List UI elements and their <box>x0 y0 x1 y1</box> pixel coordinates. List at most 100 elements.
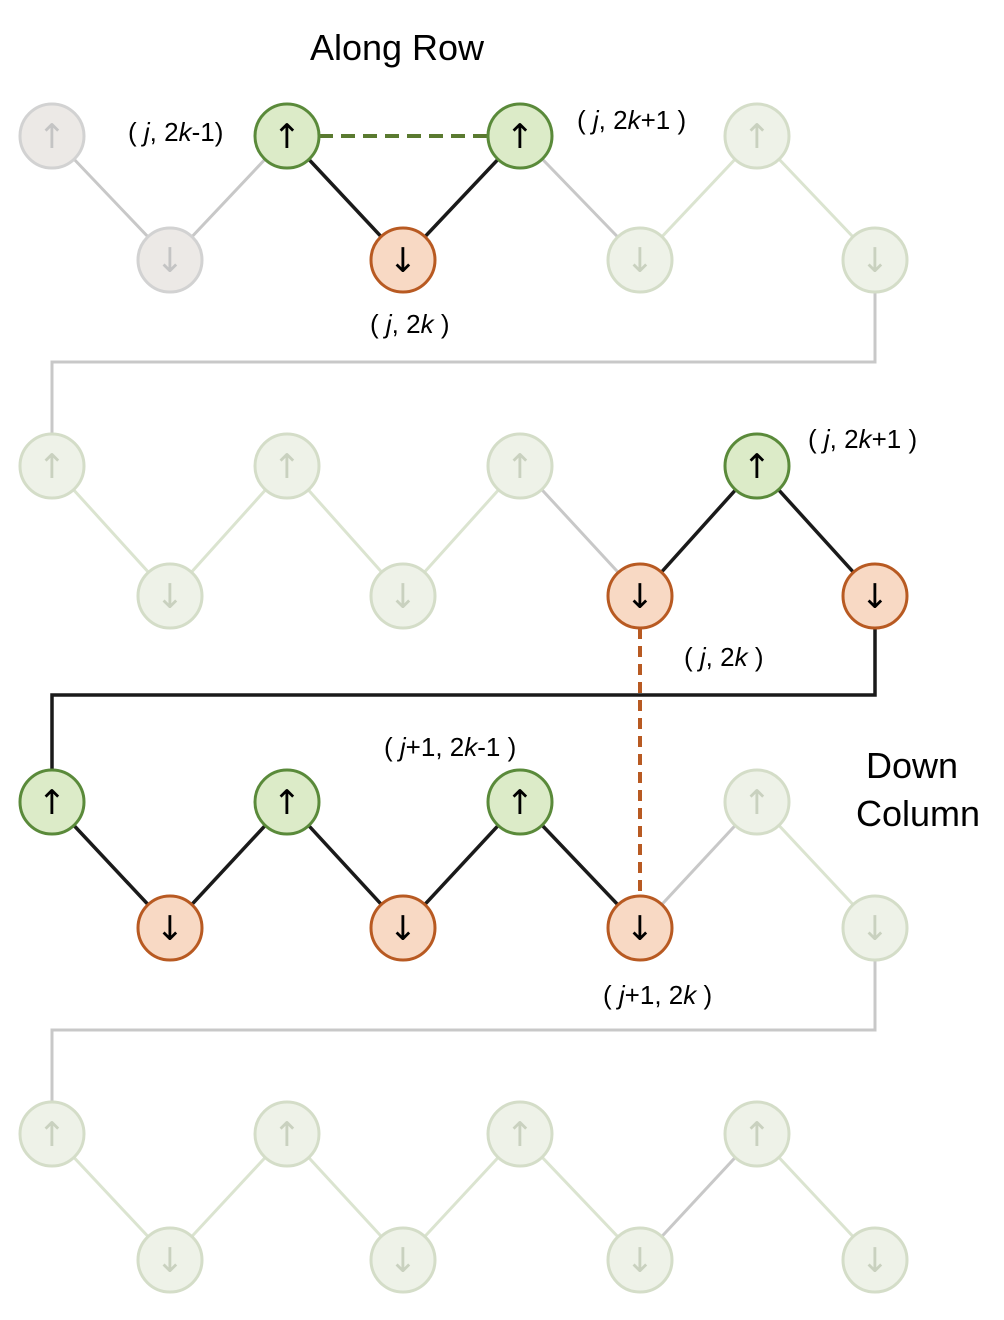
spin-down-arrow-icon: ↓ <box>156 241 185 281</box>
spin-node-circle <box>369 894 437 962</box>
spin-up-arrow-icon: ↑ <box>38 783 67 823</box>
spin-node-r2-c7: ↑ <box>723 432 791 500</box>
spin-node-r1-c4: ↓ <box>369 226 437 294</box>
spin-node-circle <box>723 1100 791 1168</box>
label-row1-left: ( j, 2k-1) <box>128 117 223 147</box>
row-connector-layer <box>50 260 877 1134</box>
label-row1-bottom: ( j, 2k ) <box>370 309 449 339</box>
spin-down-arrow-icon: ↓ <box>626 577 655 617</box>
spin-node-circle <box>841 562 909 630</box>
spin-node-circle <box>369 226 437 294</box>
spin-node-circle <box>723 768 791 836</box>
title-along-row: Along Row <box>310 27 485 68</box>
spin-down-arrow-icon: ↓ <box>389 1241 418 1281</box>
spin-node-circle <box>18 1100 86 1168</box>
spin-up-arrow-icon: ↑ <box>743 1115 772 1155</box>
spin-down-arrow-icon: ↓ <box>626 909 655 949</box>
spin-down-arrow-icon: ↓ <box>156 577 185 617</box>
spin-node-r4-c4: ↓ <box>369 1226 437 1294</box>
spin-up-arrow-icon: ↑ <box>273 447 302 487</box>
spin-node-r2-c8: ↓ <box>841 562 909 630</box>
spin-up-arrow-icon: ↑ <box>506 117 535 157</box>
spin-node-r3-c7: ↑ <box>723 768 791 836</box>
label-row2-bottom: ( j, 2k ) <box>684 642 763 672</box>
spin-node-r1-c2: ↓ <box>136 226 204 294</box>
spin-down-arrow-icon: ↓ <box>626 241 655 281</box>
spin-node-circle <box>606 562 674 630</box>
spin-node-r2-c6: ↓ <box>606 562 674 630</box>
spin-node-circle <box>18 102 86 170</box>
spin-node-circle <box>369 562 437 630</box>
spin-node-circle <box>253 432 321 500</box>
spin-node-circle <box>486 1100 554 1168</box>
spin-up-arrow-icon: ↑ <box>506 447 535 487</box>
spin-up-arrow-icon: ↑ <box>273 783 302 823</box>
spin-down-arrow-icon: ↓ <box>156 1241 185 1281</box>
spin-down-arrow-icon: ↓ <box>861 909 890 949</box>
spin-down-arrow-icon: ↓ <box>861 241 890 281</box>
spin-node-r3-c3: ↑ <box>253 768 321 836</box>
spin-node-r1-c5: ↑ <box>486 102 554 170</box>
spin-node-circle <box>18 768 86 836</box>
spin-node-circle <box>841 894 909 962</box>
title-down-column-line1: Down <box>866 745 958 786</box>
spin-node-r3-c8: ↓ <box>841 894 909 962</box>
spin-node-circle <box>841 1226 909 1294</box>
label-row2-top: ( j, 2k+1 ) <box>808 424 917 454</box>
spin-node-r2-c3: ↑ <box>253 432 321 500</box>
spin-node-circle <box>136 894 204 962</box>
spin-node-circle <box>723 432 791 500</box>
spin-node-circle <box>369 1226 437 1294</box>
spin-node-circle <box>253 768 321 836</box>
row-connector-2 <box>50 596 877 802</box>
spin-node-circle <box>486 102 554 170</box>
spin-up-arrow-icon: ↑ <box>38 117 67 157</box>
label-row3-top: ( j+1, 2k-1 ) <box>384 732 516 762</box>
spin-node-r2-c4: ↓ <box>369 562 437 630</box>
row-connector-3 <box>50 928 877 1134</box>
spin-node-circle <box>136 562 204 630</box>
spin-node-circle <box>606 226 674 294</box>
spin-node-r1-c1: ↑ <box>18 102 86 170</box>
spin-node-r3-c1: ↑ <box>18 768 86 836</box>
bond-layer <box>50 134 877 1262</box>
spin-node-r2-c5: ↑ <box>486 432 554 500</box>
label-row1-right: ( j, 2k+1 ) <box>577 105 686 135</box>
spin-node-r1-c7: ↑ <box>723 102 791 170</box>
spin-node-circle <box>841 226 909 294</box>
spin-node-r3-c4: ↓ <box>369 894 437 962</box>
spin-up-arrow-icon: ↑ <box>506 1115 535 1155</box>
spin-node-circle <box>18 432 86 500</box>
spin-node-r4-c7: ↑ <box>723 1100 791 1168</box>
spin-up-arrow-icon: ↑ <box>506 783 535 823</box>
spin-node-r3-c6: ↓ <box>606 894 674 962</box>
spin-up-arrow-icon: ↑ <box>273 117 302 157</box>
spin-node-r1-c8: ↓ <box>841 226 909 294</box>
spin-node-r2-c1: ↑ <box>18 432 86 500</box>
spin-down-arrow-icon: ↓ <box>861 1241 890 1281</box>
spin-node-circle <box>253 1100 321 1168</box>
spin-node-circle <box>136 226 204 294</box>
spin-node-r1-c6: ↓ <box>606 226 674 294</box>
spin-node-r3-c2: ↓ <box>136 894 204 962</box>
dashed-bond-layer <box>319 134 642 896</box>
spin-node-circle <box>606 894 674 962</box>
spin-node-circle <box>136 1226 204 1294</box>
row-connector-1 <box>50 260 877 466</box>
spin-node-r4-c2: ↓ <box>136 1226 204 1294</box>
spin-up-arrow-icon: ↑ <box>743 447 772 487</box>
spin-node-r1-c3: ↑ <box>253 102 321 170</box>
spin-down-arrow-icon: ↓ <box>156 909 185 949</box>
spin-up-arrow-icon: ↑ <box>743 117 772 157</box>
spin-up-arrow-icon: ↑ <box>38 447 67 487</box>
title-down-column-line2: Column <box>856 793 980 834</box>
spin-node-r4-c1: ↑ <box>18 1100 86 1168</box>
label-row3-bottom: ( j+1, 2k ) <box>603 980 712 1010</box>
spin-node-r4-c3: ↑ <box>253 1100 321 1168</box>
spin-up-arrow-icon: ↑ <box>743 783 772 823</box>
spin-node-r4-c6: ↓ <box>606 1226 674 1294</box>
spin-node-circle <box>253 102 321 170</box>
spin-node-circle <box>486 768 554 836</box>
spin-up-arrow-icon: ↑ <box>273 1115 302 1155</box>
